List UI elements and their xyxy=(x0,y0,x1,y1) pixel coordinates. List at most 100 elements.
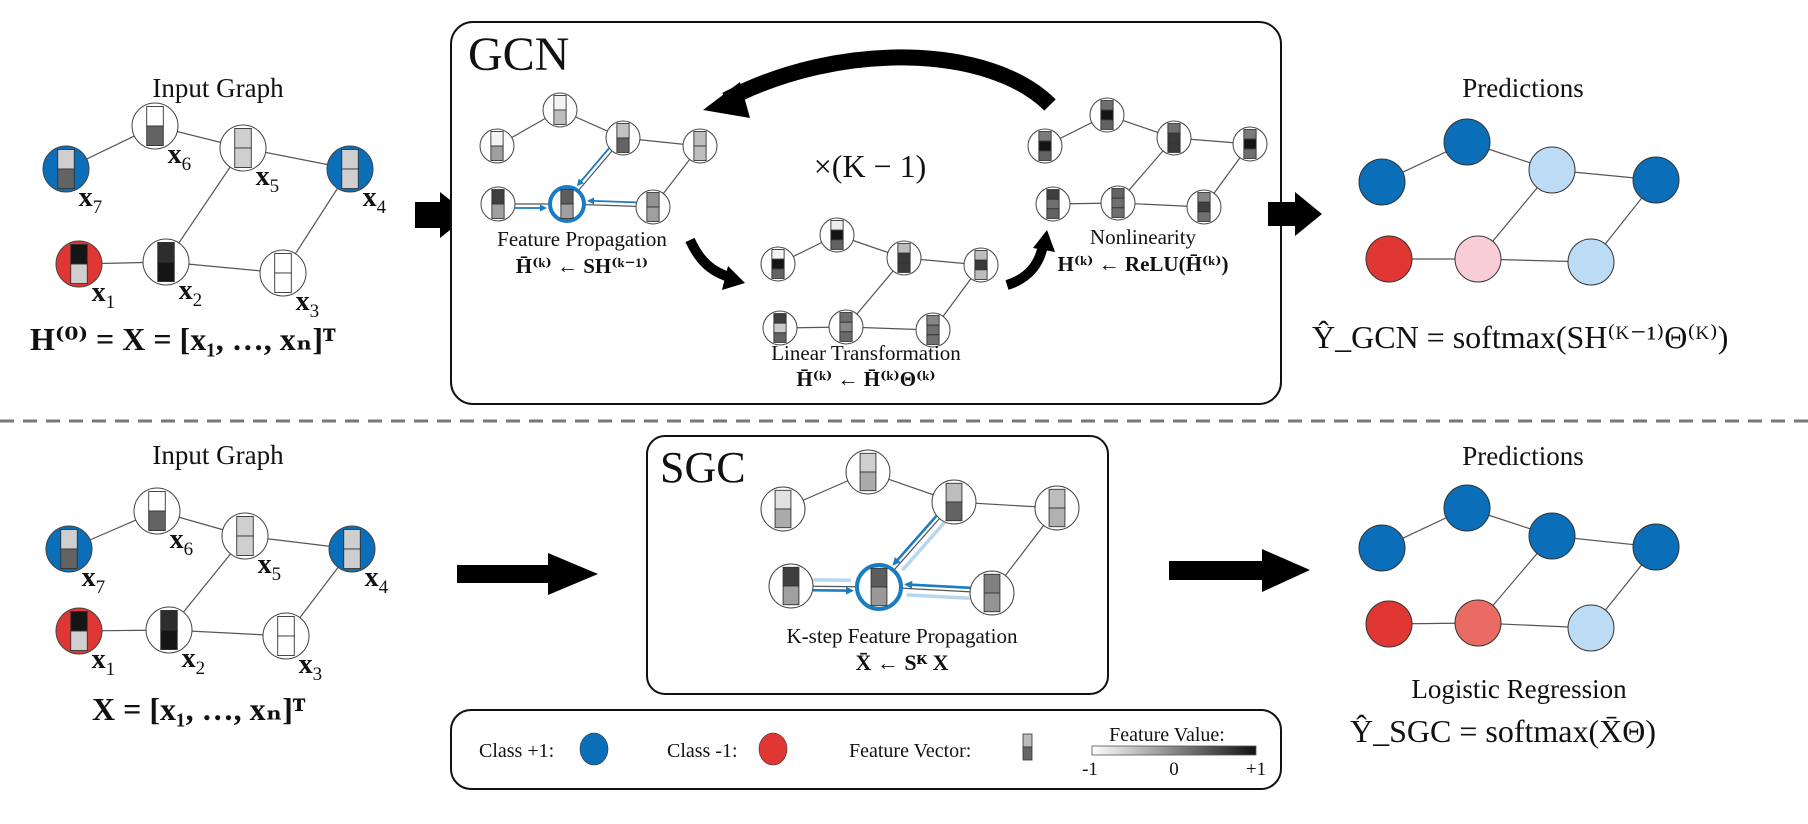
node-label-x1: x1 xyxy=(92,277,116,313)
propagation-arrow-faded xyxy=(906,593,970,600)
legend-class-neg-swatch xyxy=(758,732,788,766)
prediction-node-x4 xyxy=(1632,523,1680,571)
k-step-propagation-graph xyxy=(760,449,1080,616)
feature-cell xyxy=(148,510,166,531)
legend-class-neg-label: Class -1: xyxy=(667,740,738,762)
graph-node-x7: x7 xyxy=(45,525,106,598)
node-label-x7: x7 xyxy=(79,182,103,218)
legend-tick-mid: 0 xyxy=(1169,759,1179,780)
sgc-title: SGC xyxy=(660,443,746,492)
feature-cell xyxy=(773,322,787,334)
graph-node-x2 xyxy=(855,563,903,611)
loop-arrow-head xyxy=(703,82,750,118)
propagation-arrow xyxy=(892,514,938,566)
legend-feature-value-label: Feature Value: xyxy=(1109,724,1225,746)
feature-cell xyxy=(926,324,940,336)
feature-cell xyxy=(341,148,359,170)
feature-cell xyxy=(343,529,361,550)
feature-cell xyxy=(974,259,988,271)
arrow-linear-to-relu-head xyxy=(1033,230,1055,252)
prediction-node-x7 xyxy=(1358,158,1406,206)
node-label-x7: x7 xyxy=(82,562,106,598)
graph-node-x4: x4 xyxy=(328,525,389,598)
prediction-node-x1 xyxy=(1365,600,1413,648)
feature-cell xyxy=(60,548,78,569)
graph-node-x6: x6 xyxy=(131,102,191,175)
feature-cell xyxy=(897,252,911,264)
node-label-x3: x3 xyxy=(299,649,323,685)
legend-tick-min: -1 xyxy=(1082,759,1098,780)
feature-cell xyxy=(1243,148,1257,159)
graph-node-x3 xyxy=(635,189,671,225)
graph-node-x7 xyxy=(760,486,806,532)
feature-cell xyxy=(1100,100,1114,111)
arrow-out-of-gcn xyxy=(1268,192,1322,236)
repeat-label: ×(K − 1) xyxy=(814,148,927,184)
feature-cell xyxy=(945,501,963,522)
feature-cell xyxy=(160,610,178,631)
feature-cell xyxy=(277,616,295,637)
prediction-node-x3 xyxy=(1567,238,1615,286)
feature-cell xyxy=(1046,198,1060,210)
bottom-input-title: Input Graph xyxy=(152,440,284,470)
node-label-x4: x4 xyxy=(363,182,387,218)
graph-node-x1: x1 xyxy=(55,607,116,680)
feature-cell xyxy=(1243,129,1257,140)
feature-cell xyxy=(1046,189,1060,200)
prediction-node-x6 xyxy=(1443,484,1491,532)
feature-cell xyxy=(60,529,78,550)
feature-cell xyxy=(771,258,785,270)
feature-cell xyxy=(236,535,254,556)
top-input-formula: H⁽⁰⁾ = X = [x₁, …, xₙ]ᵀ xyxy=(30,321,336,357)
feature-cell xyxy=(560,203,574,219)
sgc-predictions-graph xyxy=(1358,484,1680,652)
sgc-step-formula: X̄ ← Sᴷ X xyxy=(855,650,948,675)
node-label-x4: x4 xyxy=(365,562,389,598)
graph-node-x1 xyxy=(1035,186,1071,222)
graph-node-x5: x5 xyxy=(219,124,279,197)
feature-cell xyxy=(616,137,630,153)
graph-node-x4 xyxy=(682,128,718,164)
arrow-into-sgc xyxy=(457,553,598,595)
prediction-node-x2 xyxy=(1454,599,1502,647)
feature-cell xyxy=(560,189,574,205)
graph-node-x2 xyxy=(1100,185,1136,221)
graph-node-x7 xyxy=(1027,128,1063,164)
feature-cell xyxy=(646,206,660,222)
feature-cell xyxy=(773,313,787,324)
feature-cell xyxy=(160,629,178,650)
step-nonlinearity-title: Nonlinearity xyxy=(1090,225,1197,249)
feature-cell xyxy=(945,482,963,503)
prediction-node-x6 xyxy=(1443,118,1491,166)
graph-node-x3: x3 xyxy=(262,612,323,685)
feature-cell xyxy=(343,548,361,569)
loop-arrow xyxy=(722,49,1056,111)
prediction-node-x3 xyxy=(1567,604,1615,652)
node-label-x1: x1 xyxy=(92,644,116,680)
graph-node-x3 xyxy=(969,570,1015,616)
prediction-node-x7 xyxy=(1358,524,1406,572)
feature-cell xyxy=(490,131,504,147)
feature-cell xyxy=(1046,208,1060,219)
step-linear-title: Linear Transformation xyxy=(771,341,961,365)
feature-cell xyxy=(983,592,1001,613)
graph-node-x2 xyxy=(828,309,864,345)
arrow-out-of-sgc xyxy=(1169,549,1310,592)
feature-cell xyxy=(616,123,630,139)
propagation-arrow-faded xyxy=(901,521,946,572)
feature-cell xyxy=(693,131,707,147)
prediction-node-x5 xyxy=(1528,512,1576,560)
node-label-x3: x3 xyxy=(296,286,320,322)
feature-cell xyxy=(491,189,505,205)
prediction-node-x4 xyxy=(1632,156,1680,204)
feature-cell xyxy=(57,168,75,189)
feature-cell xyxy=(157,261,175,282)
graph-node-x4 xyxy=(963,247,999,283)
graph-node-x5 xyxy=(886,240,922,276)
arrow-prop-to-linear-head xyxy=(722,266,745,290)
graph-node-x7 xyxy=(479,128,515,164)
graph-node-x6: x6 xyxy=(133,487,193,560)
